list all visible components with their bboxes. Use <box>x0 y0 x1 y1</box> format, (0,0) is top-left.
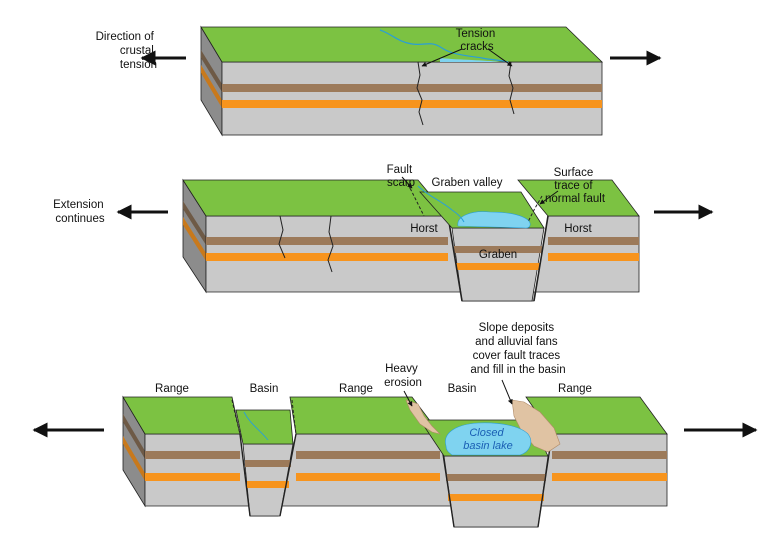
panel-1-crack-left <box>416 61 424 126</box>
panel-2-leader-scarp <box>401 176 413 189</box>
panel-3-leader-deposits <box>501 379 513 405</box>
panel-1-surface <box>200 26 603 63</box>
panel-3-label-range-2: Range <box>339 383 373 395</box>
panel-3-label-heavy-erosion: Heavy erosion <box>384 363 422 389</box>
panel-3-basin-2-brown <box>446 474 546 481</box>
panel-3-label-range-3: Range <box>558 383 592 395</box>
panel-2-side-orange <box>183 217 206 261</box>
panel-2-graben: Fault scarp Graben valley Surface trace … <box>53 164 714 302</box>
panel-2-fault-left <box>447 215 463 302</box>
panel-2-side-brown <box>183 201 206 245</box>
panel-2-label-horst-left: Horst <box>410 223 438 235</box>
panel-2-crack-right <box>327 215 334 273</box>
panel-3-river <box>243 411 269 441</box>
panel-3-surface-basin-1 <box>235 409 294 445</box>
panel-3-brown-c <box>552 451 667 459</box>
panel-3-label-closed-lake: Closed basin lake <box>463 427 513 452</box>
panel-1-leader-left <box>421 48 463 67</box>
panel-2-brown-left <box>206 237 448 245</box>
panel-3-side-orange <box>123 436 145 481</box>
panel-3-surface-range-1 <box>122 396 241 435</box>
panel-1-orange-layer <box>222 100 602 108</box>
panel-3-basin-1-brown <box>245 460 291 467</box>
panel-3-orange-c <box>552 473 667 481</box>
panel-1-tension-cracks: Tension cracks Direction of crustal tens… <box>96 25 662 137</box>
panel-2-graben-brown <box>454 246 542 253</box>
panel-2-fault-trace-right <box>527 195 543 223</box>
panel-3-brown-a <box>145 451 240 459</box>
panel-3-basin-and-range: Range Basin Range Heavy erosion Basin Ra… <box>32 322 758 528</box>
panel-2-orange-right <box>548 253 639 261</box>
panel-3-basin-1-orange <box>247 481 289 488</box>
panel-3-label-range-1: Range <box>155 383 189 395</box>
panel-3-alluvial-fan <box>511 399 561 453</box>
panel-1-label-tension-cracks: Tension cracks <box>456 28 499 53</box>
panel-3-trace-2 <box>291 399 297 435</box>
panel-1-crack-right <box>508 61 515 115</box>
panel-1-water <box>440 58 500 62</box>
panel-1-river <box>379 29 509 63</box>
panel-3-leader-erosion <box>403 390 413 407</box>
panel-2-orange-left <box>206 253 448 261</box>
panel-2-fault-right <box>533 215 549 302</box>
panel-2-river <box>417 185 465 223</box>
panel-1-front-face <box>221 61 603 136</box>
panel-3-lake <box>445 422 532 456</box>
panel-3-label-basin-1: Basin <box>250 383 279 395</box>
panel-3-orange-a <box>145 473 240 481</box>
panel-3-label-basin-2: Basin <box>448 383 477 395</box>
panel-2-label-fault-scarp: Fault scarp <box>387 164 416 189</box>
panel-3-brown-b <box>296 451 440 459</box>
panel-2-left-label: Extension continues <box>53 199 107 225</box>
panel-2-leader-trace <box>539 190 559 205</box>
panel-1-leader-right <box>487 48 513 67</box>
panel-3-basin-2-orange <box>448 494 544 501</box>
panel-2-brown-right <box>548 237 639 245</box>
panel-3-label-slope-deposits: Slope deposits and alluvial fans cover f… <box>470 322 565 376</box>
panel-2-surface-right <box>517 179 640 217</box>
panel-3-side-brown <box>123 414 145 459</box>
panel-1-side-brown <box>201 50 222 92</box>
panel-2-graben-orange <box>456 263 540 270</box>
panel-1-side-orange <box>201 65 222 108</box>
panel-3-orange-b <box>296 473 440 481</box>
panel-2-label-graben-valley: Graben valley <box>432 177 503 189</box>
panel-3-fault-2 <box>279 433 297 517</box>
panel-2-label-surface-trace: Surface trace of normal fault <box>545 167 606 205</box>
panel-3-fault-1 <box>239 433 251 517</box>
panel-3-erosion-deposit <box>405 399 441 435</box>
panel-1-left-label: Direction of crustal tension <box>96 31 157 71</box>
panel-2-label-horst-right: Horst <box>564 223 592 235</box>
panel-2-fault-trace-left <box>407 183 425 217</box>
panel-2-crack-left <box>278 215 286 259</box>
panel-1-brown-layer <box>222 84 602 92</box>
panel-2-label-graben: Graben <box>479 249 517 261</box>
panel-3-basin-2-block <box>443 455 549 528</box>
panel-3-trace-1 <box>231 399 241 435</box>
panel-2-lake <box>457 211 531 229</box>
